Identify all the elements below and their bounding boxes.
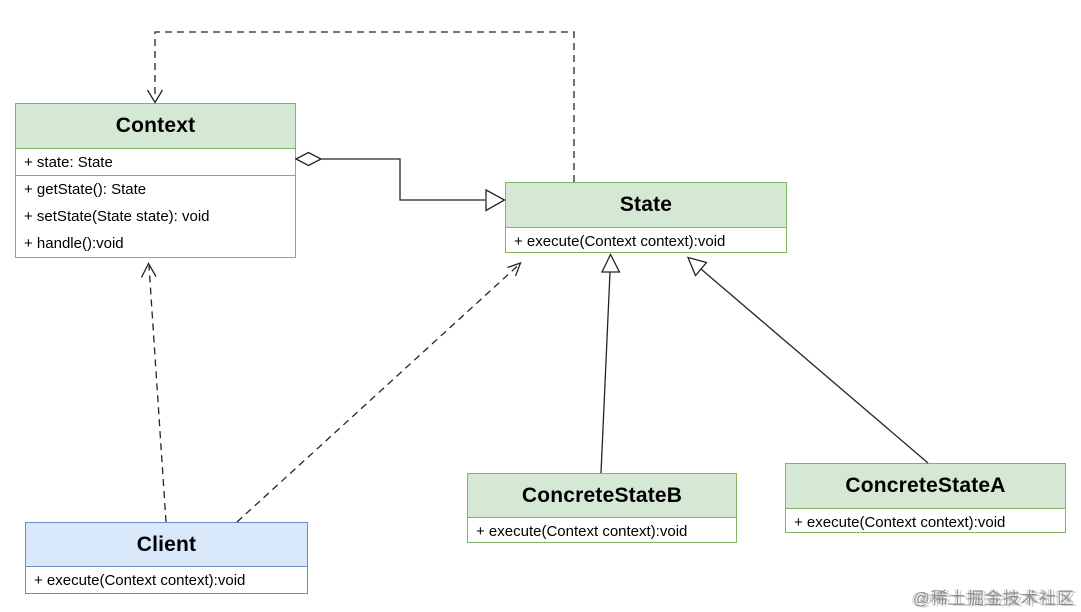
aggregation-diamond-icon xyxy=(294,151,323,167)
class-concrete-state-b: ConcreteStateB + execute(Context context… xyxy=(467,473,737,543)
open-arrowhead-icon xyxy=(146,89,164,104)
method-line: + execute(Context context):void xyxy=(476,523,688,540)
class-context-title: Context xyxy=(16,104,295,149)
class-context-attributes: + state: State xyxy=(16,149,295,176)
class-client: Client + execute(Context context):void xyxy=(25,522,308,594)
class-concrete-state-a-methods: + execute(Context context):void xyxy=(786,509,1065,536)
class-context-methods: + getState(): State + setState(State sta… xyxy=(16,176,295,257)
open-triangle-arrowhead-icon xyxy=(485,188,506,212)
class-client-methods: + execute(Context context):void xyxy=(26,567,307,594)
class-state-methods: + execute(Context context):void xyxy=(506,228,786,255)
open-arrowhead-icon xyxy=(140,262,157,278)
method-line: + getState(): State xyxy=(24,181,147,198)
class-client-title: Client xyxy=(26,523,307,567)
connector-dependency-client-to-context xyxy=(140,262,167,523)
method-line: + execute(Context context):void xyxy=(34,572,246,589)
class-concrete-state-a-title: ConcreteStateA xyxy=(786,464,1065,509)
method-line: + execute(Context context):void xyxy=(514,233,726,250)
open-arrowhead-icon xyxy=(507,261,522,277)
class-concrete-state-a: ConcreteStateA + execute(Context context… xyxy=(785,463,1066,533)
class-concrete-state-b-title: ConcreteStateB xyxy=(468,474,736,518)
generalization-triangle-icon xyxy=(600,253,621,273)
method-line: + setState(State state): void xyxy=(24,208,210,225)
connector-generalization-concretestatea-to-state xyxy=(686,256,929,464)
class-state: State + execute(Context context):void xyxy=(505,182,787,253)
attribute-line: + state: State xyxy=(24,153,113,171)
class-state-title: State xyxy=(506,183,786,228)
method-line: + handle():void xyxy=(24,235,124,252)
generalization-triangle-icon xyxy=(686,256,708,277)
connector-aggregation-context-to-state xyxy=(294,151,506,212)
method-line: + execute(Context context):void xyxy=(794,514,1006,531)
watermark: @稀土掘金技术社区 xyxy=(912,589,1075,608)
class-concrete-state-b-methods: + execute(Context context):void xyxy=(468,518,736,545)
connector-generalization-concretestateb-to-state xyxy=(600,253,621,474)
class-context: Context + state: State + getState(): Sta… xyxy=(15,103,296,258)
